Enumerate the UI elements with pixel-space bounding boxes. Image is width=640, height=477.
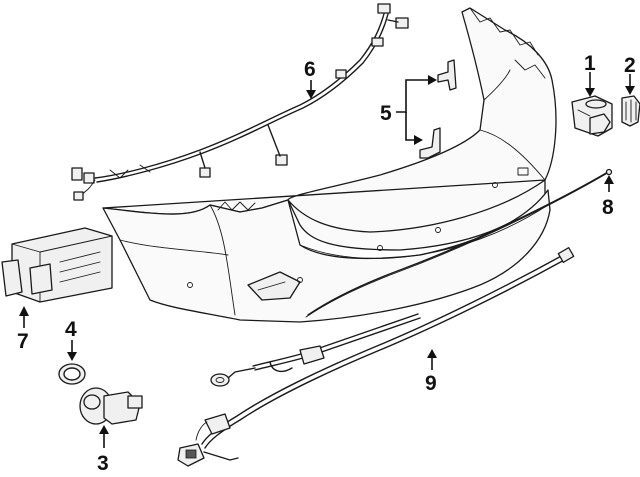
callout-label-6: 6 [304, 58, 316, 81]
callout-label-2: 2 [624, 54, 636, 77]
callout-label-9: 9 [425, 372, 437, 395]
brackets [419, 59, 457, 159]
parking-sensor-right [571, 95, 613, 137]
sensor-harness-upper [210, 313, 421, 387]
callout-label-5: 5 [380, 102, 392, 125]
park-assist-module [1, 227, 113, 303]
bumper-cover [102, 7, 557, 323]
sensor-ring [58, 363, 86, 385]
sensor-harness-lower [177, 247, 575, 467]
rear-strip [305, 168, 613, 318]
callout-label-7: 7 [17, 330, 29, 353]
parking-sensor-left [79, 387, 143, 425]
leader-lines [19, 72, 635, 448]
wire-harness [71, 3, 409, 201]
callout-label-3: 3 [97, 452, 109, 475]
callout-label-1: 1 [584, 52, 596, 75]
callout-label-8: 8 [602, 196, 614, 219]
callout-label-4: 4 [65, 318, 77, 341]
sensor-retainer-right [621, 95, 640, 127]
